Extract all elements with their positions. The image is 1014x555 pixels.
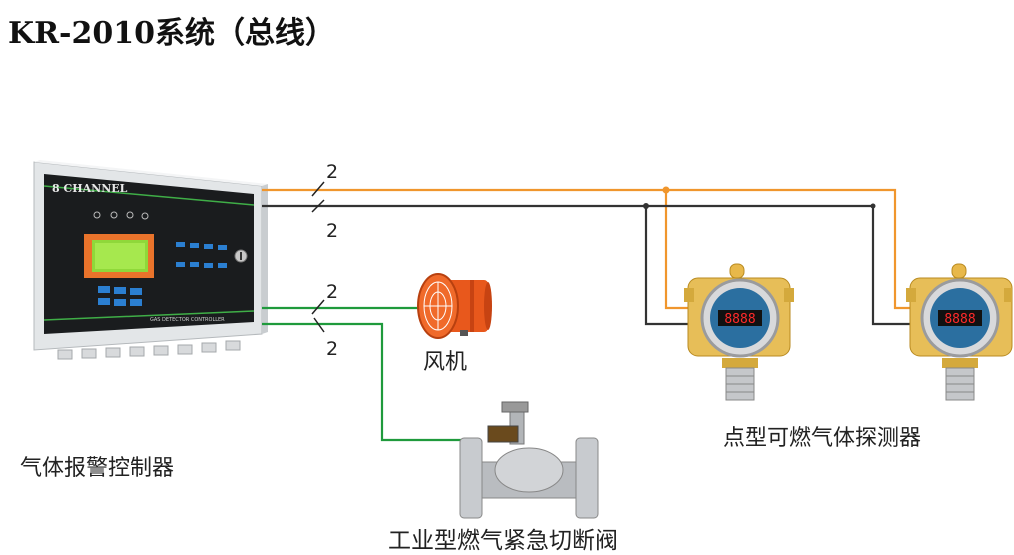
detector-label: 点型可燃气体探测器 [723, 426, 922, 451]
controller-label: 气体报警控制器 [20, 456, 175, 481]
black-bus-wire [262, 204, 912, 326]
wire-count-black: 2 [326, 220, 339, 242]
detector-1-display: 8888 [724, 312, 755, 327]
fan-label: 风机 [423, 350, 468, 375]
wire-count-valve: 2 [326, 338, 339, 360]
valve-label: 工业型燃气紧急切断阀 [388, 528, 618, 554]
orange-drop-wire-1 [664, 190, 690, 310]
shutoff-valve-device [459, 401, 599, 519]
fan-device [417, 273, 492, 339]
orange-bus-wire [262, 188, 912, 310]
panel-bottom-text: GAS DETECTOR CONTROLLER [150, 317, 225, 323]
black-drop-wire-1 [644, 206, 690, 326]
diagram-title: KR-2010系统（总线） [8, 16, 335, 51]
detector-2-display: 8888 [944, 312, 975, 327]
gas-alarm-controller: 8 CHANNEL GAS DETECTOR CONTROLLER [33, 160, 268, 360]
detector-2: 8888 [906, 263, 1013, 401]
wire-count-orange: 2 [326, 161, 339, 183]
wire-count-fan: 2 [326, 281, 339, 303]
detector-1: 8888 [684, 263, 794, 401]
green-valve-wire [262, 322, 480, 442]
panel-channel-text: 8 CHANNEL [52, 182, 128, 195]
